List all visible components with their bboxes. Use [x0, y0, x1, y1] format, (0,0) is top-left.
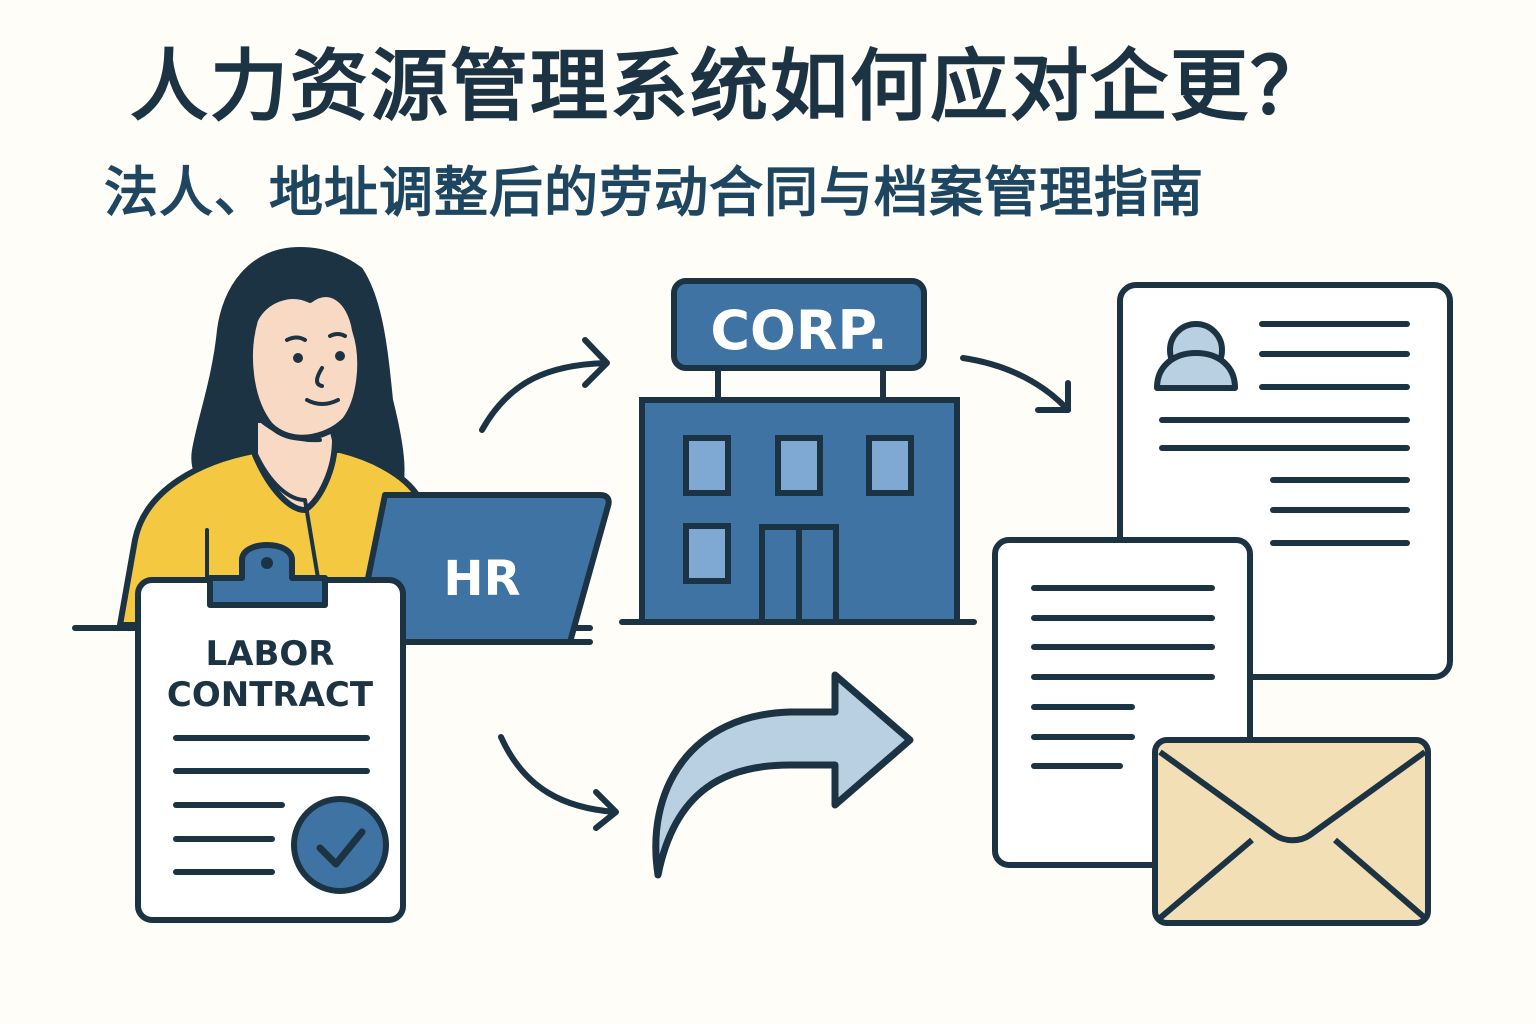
clipboard-icon: LABOR CONTRACT — [135, 542, 406, 923]
person-profile-icon — [1154, 321, 1238, 391]
building-sign-label: CORP. — [710, 299, 887, 362]
curved-arrow-icon — [479, 337, 610, 433]
face — [247, 291, 364, 441]
big-curved-arrow-icon — [652, 671, 914, 879]
office-building-icon: CORP. — [619, 278, 977, 625]
envelope-icon — [1152, 737, 1431, 926]
laptop-label: HR — [443, 551, 520, 607]
curved-arrow-icon — [498, 734, 619, 831]
page-title: 人力资源管理系统如何应对企更？ — [130, 42, 1331, 132]
clipboard-title-line1: LABOR — [206, 634, 335, 674]
page-subtitle: 法人、地址调整后的劳动合同与档案管理指南 — [104, 161, 1204, 224]
clipboard-title-line2: CONTRACT — [167, 675, 374, 715]
laptop-icon: HR — [352, 492, 612, 645]
checkmark-circle-icon — [291, 796, 389, 894]
curved-arrow-icon — [960, 355, 1071, 413]
